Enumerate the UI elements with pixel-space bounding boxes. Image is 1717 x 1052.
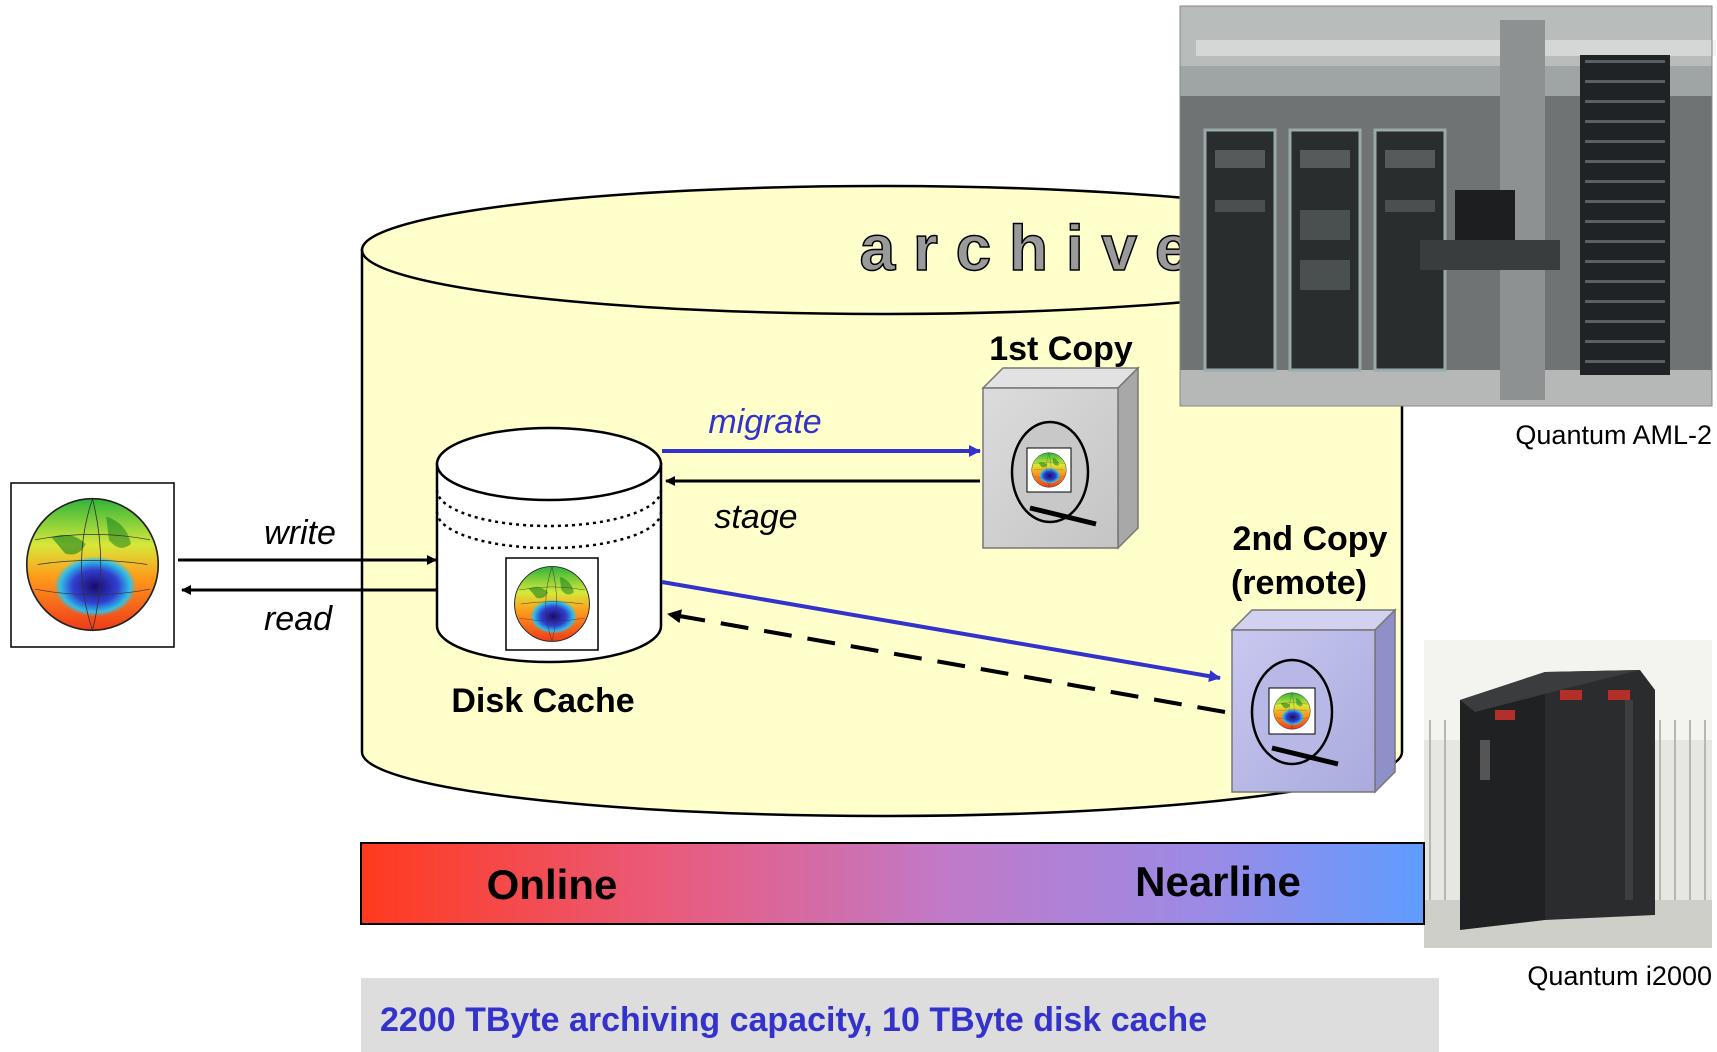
storage-tier-bar — [360, 842, 1425, 925]
quantum-aml2-photo — [1179, 5, 1716, 407]
first-copy-tape-unit — [981, 366, 1140, 550]
disk-cache-cylinder — [435, 426, 663, 664]
second-copy-tape-unit — [1230, 608, 1397, 794]
quantum-aml2-caption: Quantum AML-2 — [1515, 420, 1712, 450]
first-copy-label: 1st Copy — [989, 330, 1133, 368]
disk-cache-label: Disk Cache — [451, 682, 634, 720]
nearline-label: Nearline — [1135, 858, 1301, 905]
migrate-label: migrate — [708, 403, 821, 441]
capacity-footer-box — [361, 978, 1439, 1052]
second-copy-label-line1: 2nd Copy — [1233, 520, 1388, 558]
read-label: read — [264, 600, 333, 638]
archive-cylinder — [360, 184, 1404, 818]
archive-label: a r c h i v e — [860, 212, 1191, 284]
second-copy-label-line2: (remote) — [1231, 564, 1367, 602]
remote-copy-arrow — [661, 580, 1221, 683]
remote-stage-arrow — [667, 609, 1226, 714]
online-label: Online — [487, 861, 618, 908]
capacity-footer-text: 2200 TByte archiving capacity, 10 TByte … — [380, 1001, 1207, 1039]
stage-label: stage — [714, 498, 797, 536]
quantum-i2000-photo — [1424, 640, 1712, 948]
source-globe-image — [10, 482, 175, 648]
quantum-i2000-caption: Quantum i2000 — [1527, 961, 1712, 991]
write-label: write — [264, 514, 336, 552]
